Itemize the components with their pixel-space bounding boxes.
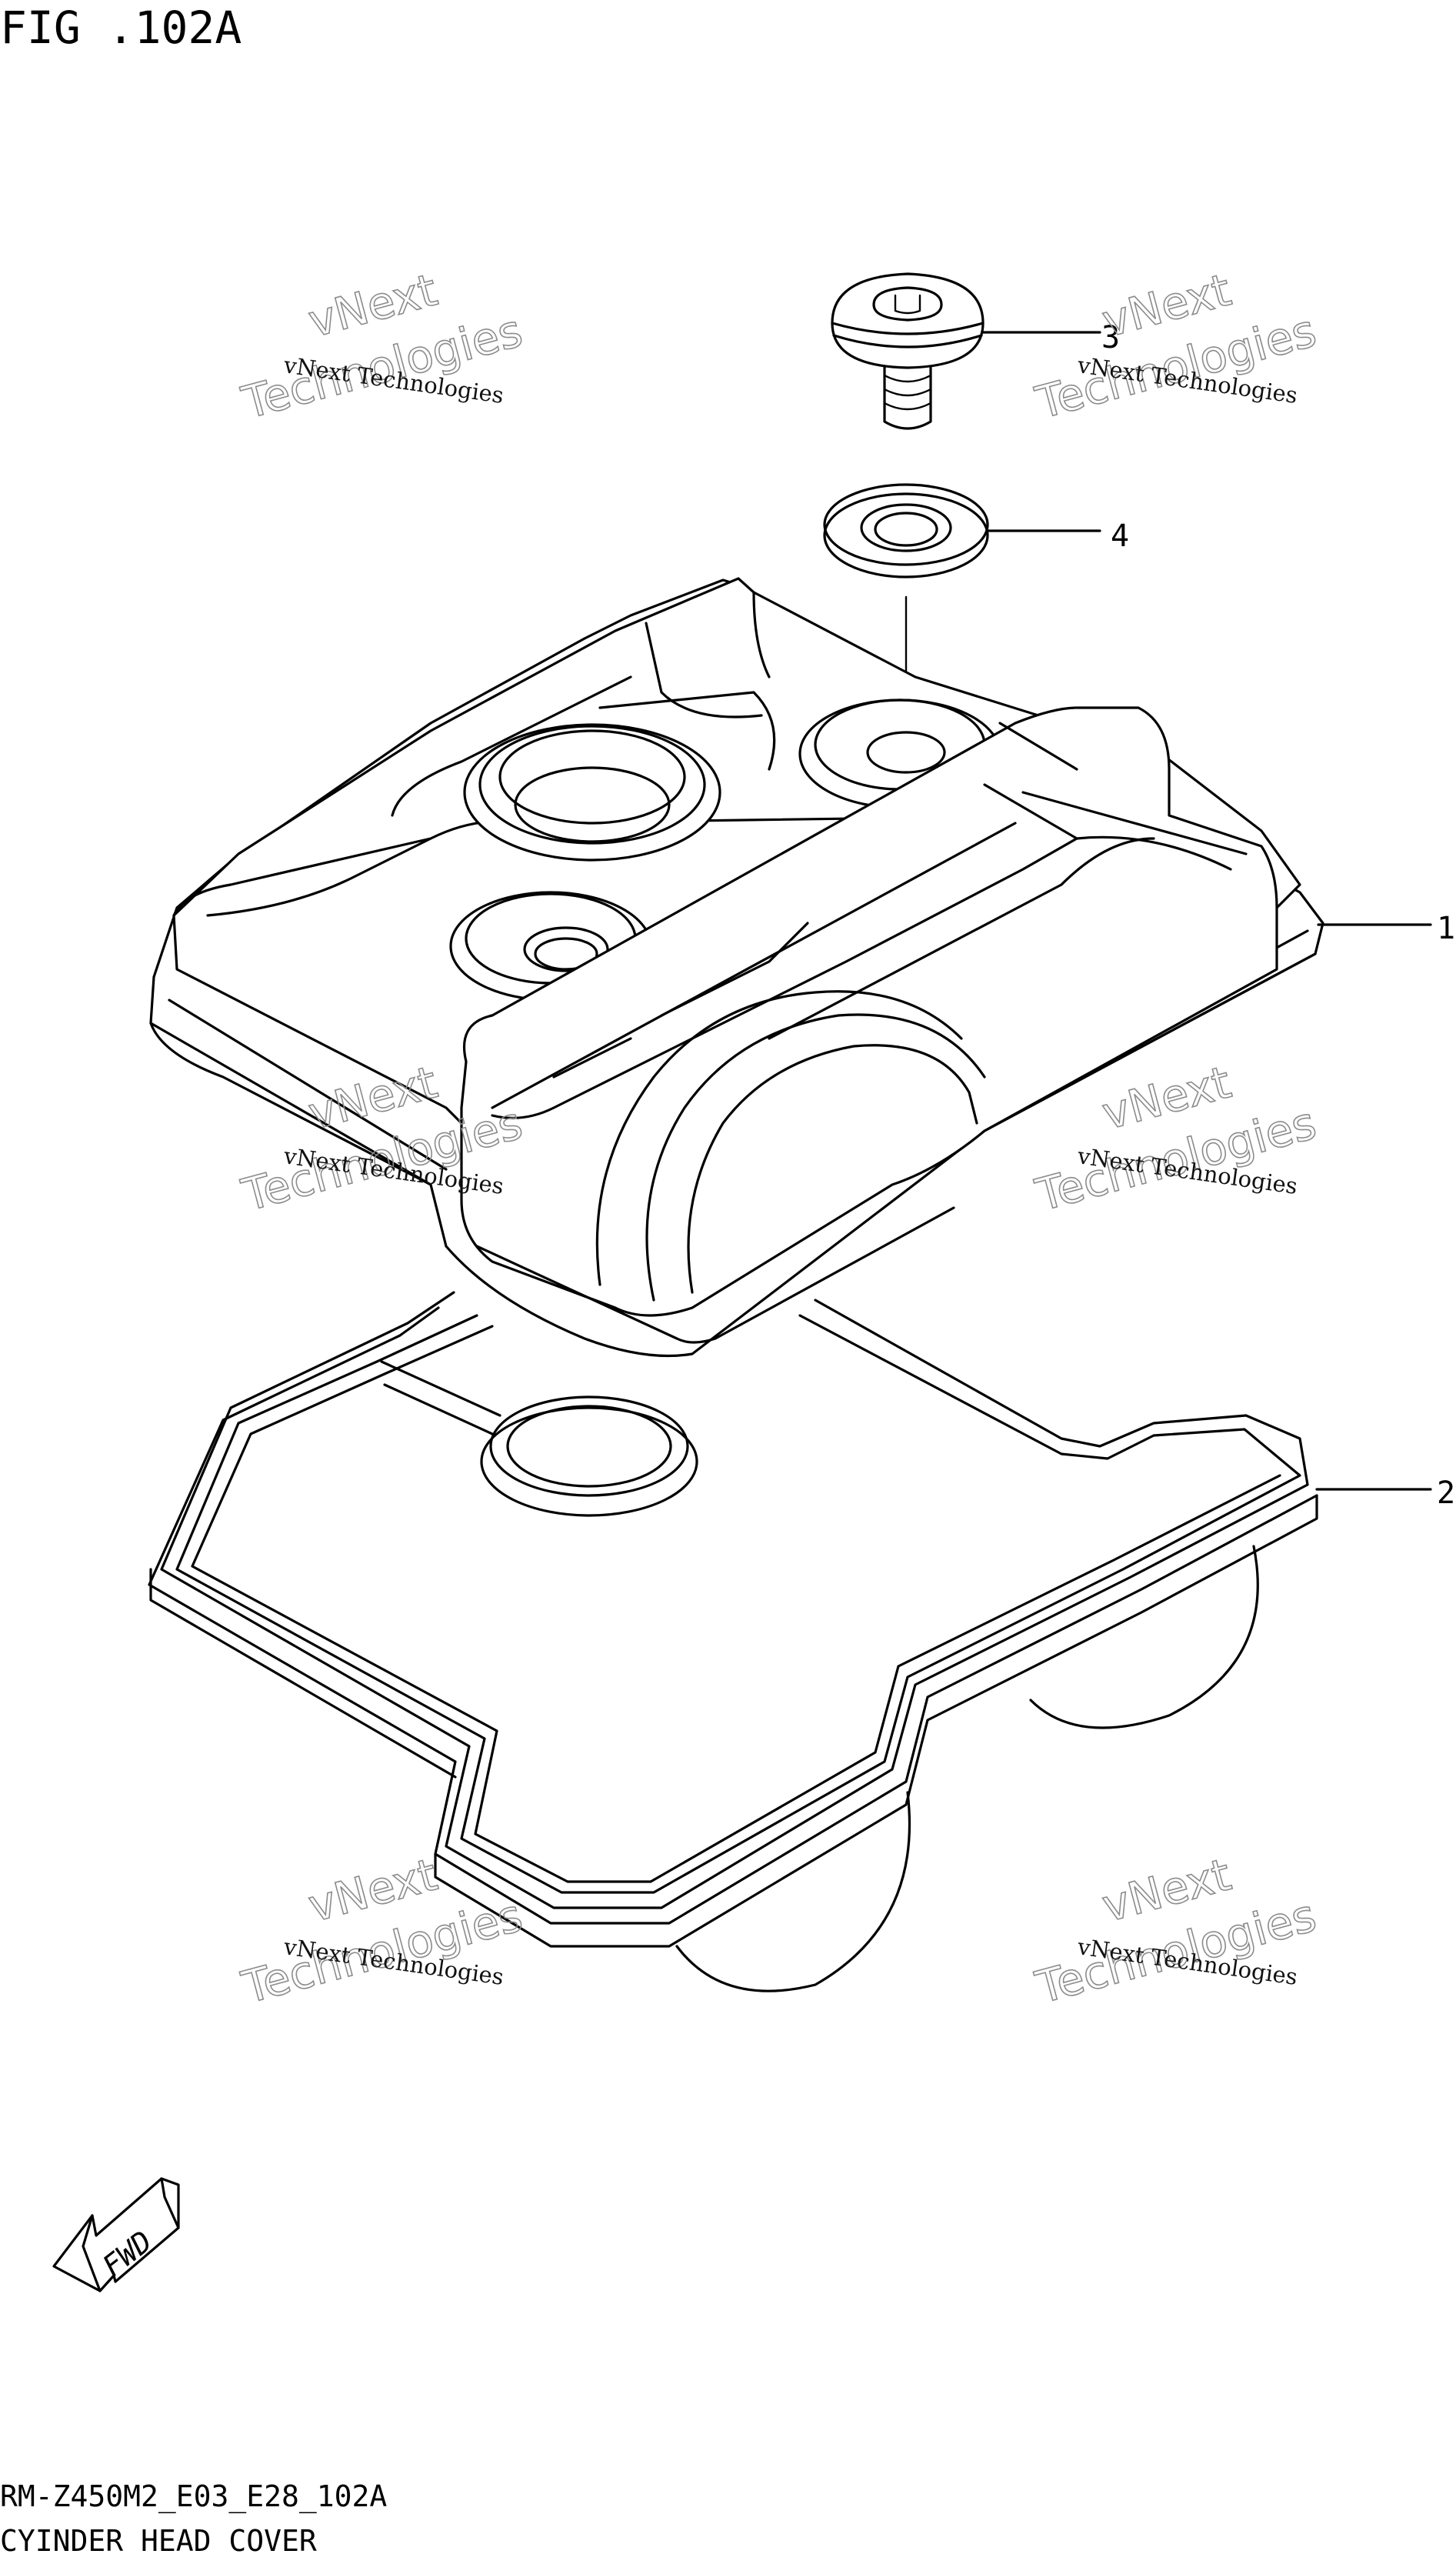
gasket-part-2: [148, 1291, 1318, 1992]
washer-part-4: [823, 483, 989, 578]
callout-1: 1: [1437, 911, 1455, 946]
diagram-code: RM-Z450M2_E03_E28_102A: [0, 2479, 387, 2514]
bolt-part-3: [831, 272, 985, 430]
fwd-arrow-icon: FWD: [52, 2177, 180, 2292]
diagram-name: CYINDER HEAD COVER: [0, 2524, 317, 2554]
callout-4: 4: [1111, 518, 1129, 554]
cover-part-1: [149, 577, 1324, 1358]
figure-title: FIG .102A: [0, 2, 242, 54]
callout-2: 2: [1437, 1475, 1455, 1511]
callout-3: 3: [1101, 320, 1120, 355]
